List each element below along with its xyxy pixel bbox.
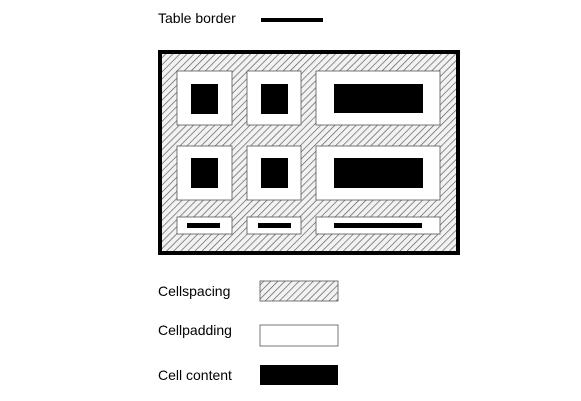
cell-content-r1c1 <box>191 84 218 114</box>
legend-cell-content-swatch <box>260 365 338 385</box>
cell-content-r3c2 <box>258 223 291 228</box>
label-cellspacing: Cellspacing <box>158 283 231 299</box>
label-cell-content: Cell content <box>158 367 232 383</box>
label-table-border: Table border <box>158 10 236 26</box>
label-cellpadding: Cellpadding <box>158 322 232 338</box>
legend-border-swatch <box>261 18 323 22</box>
cell-content-r2c3 <box>334 158 423 188</box>
cell-content-r2c2 <box>261 158 288 188</box>
legend-cellspacing-swatch <box>259 280 339 302</box>
cell-content-r1c2 <box>261 84 288 114</box>
cell-content-r3c3 <box>334 223 422 228</box>
legend-cellpadding-swatch <box>259 324 339 347</box>
cell-content-r1c3 <box>334 84 423 113</box>
cell-content-r3c1 <box>187 223 220 228</box>
cell-content-r2c1 <box>191 158 218 188</box>
